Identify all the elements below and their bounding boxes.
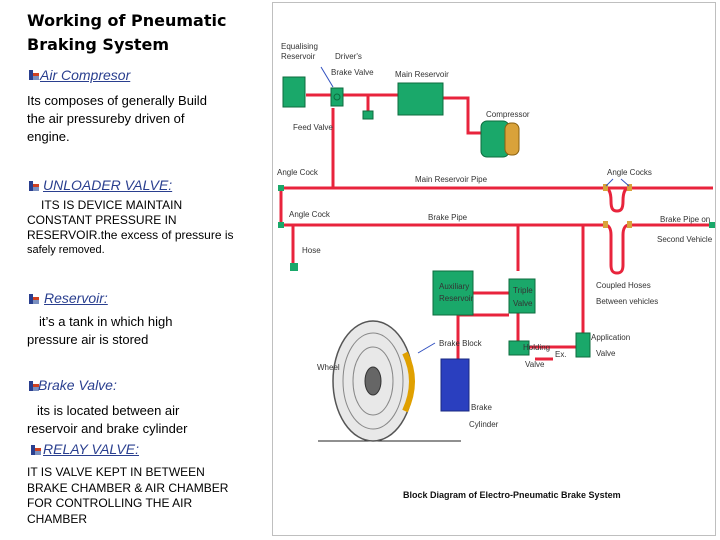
label-brake-pipe: Brake Pipe bbox=[428, 213, 468, 222]
label-angle-cocks: Angle Cocks bbox=[607, 168, 652, 177]
label-equalising-reservoir-1: Equalising bbox=[281, 42, 318, 51]
brake-pipe-end bbox=[709, 222, 715, 228]
pipes bbox=[279, 93, 713, 361]
label-application-valve-2: Valve bbox=[596, 349, 616, 358]
holding-valve bbox=[508, 340, 530, 356]
diagram-svg: Equalising Reservoir Driver's Brake Valv… bbox=[277, 42, 715, 500]
angle-cock-c bbox=[603, 221, 608, 228]
label-brake-cylinder-2: Cylinder bbox=[469, 420, 499, 429]
title-line-2: Braking System bbox=[27, 35, 170, 54]
pointer-arrows bbox=[320, 66, 630, 354]
heading-reservoir: Reservoir: bbox=[44, 290, 108, 306]
auxiliary-reservoir bbox=[432, 270, 474, 316]
feed-valve bbox=[362, 110, 374, 120]
label-coupled-hoses-1: Coupled Hoses bbox=[596, 281, 651, 290]
label-wheel: Wheel bbox=[317, 363, 340, 372]
label-brake-pipe-on-2: Second Vehicle bbox=[657, 235, 713, 244]
label-hose: Hose bbox=[302, 246, 321, 255]
label-auxiliary-reservoir-1: Auxiliary bbox=[439, 282, 469, 291]
triple-valve bbox=[508, 278, 536, 314]
equalising-reservoir bbox=[282, 76, 306, 108]
diagram-labels: Equalising Reservoir Driver's Brake Valv… bbox=[277, 42, 713, 500]
bullet-icon bbox=[31, 445, 41, 455]
label-equalising-reservoir-2: Reservoir bbox=[281, 52, 316, 61]
label-caption: Block Diagram of Electro-Pneumatic Brake… bbox=[403, 490, 621, 500]
wheel-assembly bbox=[318, 320, 470, 442]
label-main-reservoir: Main Reservoir bbox=[395, 70, 449, 79]
angle-cock-b bbox=[627, 184, 632, 191]
drivers-brake-valve bbox=[330, 87, 344, 107]
angle-cock-d bbox=[627, 221, 632, 228]
label-compressor: Compressor bbox=[486, 110, 530, 119]
heading-unloader-valve: UNLOADER VALVE: bbox=[43, 177, 173, 193]
label-feed-valve: Feed Valve bbox=[293, 123, 333, 132]
angle-cock-upper bbox=[278, 185, 284, 191]
relay-valve-description: IT IS VALVE KEPT IN BETWEEN BRAKE CHAMBE… bbox=[27, 465, 229, 526]
label-brake-cylinder-1: Brake bbox=[471, 403, 492, 412]
title-line-1: Working of Pneumatic bbox=[27, 11, 227, 30]
brake-valve-knob bbox=[333, 93, 341, 101]
pipe-main-reservoir-to-compressor bbox=[443, 96, 481, 135]
heading-relay-valve: RELAY VALVE: bbox=[43, 441, 139, 457]
label-triple-valve-2: Valve bbox=[513, 299, 533, 308]
label-main-reservoir-pipe: Main Reservoir Pipe bbox=[415, 175, 488, 184]
hose-end bbox=[290, 263, 298, 271]
brake-block bbox=[402, 351, 415, 413]
label-holding-valve-1: Holding bbox=[523, 343, 550, 352]
bullet-icon bbox=[29, 381, 39, 391]
brake-cylinder bbox=[440, 358, 470, 412]
brake-valve-description: its is located between air reservoir and… bbox=[27, 403, 188, 436]
pipe-main-coupling bbox=[604, 186, 630, 213]
compressor-end bbox=[504, 122, 520, 156]
label-triple-valve-1: Triple bbox=[513, 286, 533, 295]
bullet-icon bbox=[29, 181, 39, 191]
label-coupled-hoses-2: Between vehicles bbox=[596, 297, 658, 306]
label-auxiliary-reservoir-2: Reservoir bbox=[439, 294, 474, 303]
pipe-brake bbox=[281, 223, 713, 275]
main-reservoir bbox=[397, 82, 444, 116]
label-ex: Ex. bbox=[555, 350, 567, 359]
bullet-icon bbox=[29, 70, 39, 80]
label-drivers-brake-valve-1: Driver's bbox=[335, 52, 362, 61]
unloader-valve-description: ITS IS DEVICE MAINTAIN CONSTANT PRESSURE… bbox=[27, 198, 234, 256]
label-holding-valve-2: Valve bbox=[525, 360, 545, 369]
label-angle-cock: Angle Cock bbox=[277, 168, 319, 177]
label-angle-cock-lower: Angle Cock bbox=[289, 210, 331, 219]
label-application-valve-1: Application bbox=[591, 333, 630, 342]
angle-cock-lower-marker bbox=[278, 222, 284, 228]
components bbox=[278, 76, 715, 358]
application-valve bbox=[575, 332, 591, 358]
air-compresor-description: Its composes of generally Build the air … bbox=[27, 93, 207, 144]
angle-cock-a bbox=[603, 184, 608, 191]
text-panel: Working of Pneumatic Braking System Air … bbox=[0, 0, 270, 540]
bullet-icon bbox=[29, 294, 39, 304]
label-brake-pipe-on-1: Brake Pipe on bbox=[660, 215, 710, 224]
label-drivers-brake-valve-2: Brake Valve bbox=[331, 68, 374, 77]
heading-air-compresor: Air Compresor bbox=[40, 67, 131, 83]
page-title: Working of Pneumatic Braking System bbox=[27, 9, 267, 57]
label-brake-block: Brake Block bbox=[439, 339, 483, 348]
brake-system-diagram: Equalising Reservoir Driver's Brake Valv… bbox=[272, 2, 716, 536]
heading-brake-valve: Brake Valve: bbox=[38, 377, 117, 393]
reservoir-description: it’s a tank in which high pressure air i… bbox=[27, 314, 173, 347]
